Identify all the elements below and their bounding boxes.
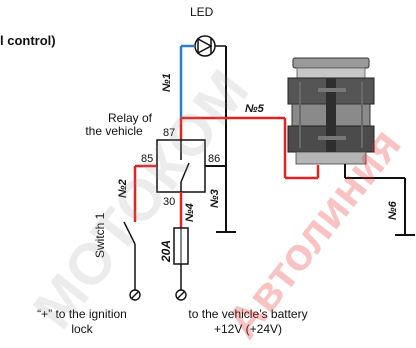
pin-85-label: 85	[141, 153, 153, 165]
wire-led-ground	[216, 46, 236, 233]
motor-icon	[287, 57, 375, 165]
ignition-label-line2: lock	[71, 322, 93, 336]
switch-1-label: Switch 1	[93, 212, 107, 258]
terminal-battery-icon	[175, 289, 187, 301]
pin-30-label: 30	[163, 196, 175, 208]
header-fragment: l control)	[0, 33, 56, 48]
wire-3-label: №3	[209, 189, 221, 208]
wire-6-label: №6	[387, 200, 399, 220]
wiring-diagram: l control) LED №1 №5 Relay of the vehicl…	[0, 5, 415, 336]
pin-87-label: 87	[163, 127, 175, 139]
ignition-label-line1: “+” to the ignition	[37, 307, 127, 321]
wire-5	[179, 116, 320, 180]
switch-1-icon	[123, 221, 136, 290]
relay-label-line1: Relay of	[108, 111, 153, 125]
fuse-label: 20A	[159, 240, 173, 263]
wire-2	[133, 164, 157, 222]
battery-label-line1: to the vehicle’s battery	[188, 307, 307, 321]
led-label: LED	[190, 5, 214, 19]
wire-4-label: №4	[184, 203, 196, 222]
wire-1-label: №1	[161, 73, 173, 92]
battery-label-line2: +12V (+24V)	[214, 322, 282, 336]
wire-5-label: №5	[245, 103, 265, 115]
wire-2-label: №2	[117, 179, 129, 198]
relay-contact-icon	[180, 140, 190, 192]
terminal-ignition-icon	[129, 289, 141, 301]
wire-6	[344, 164, 415, 236]
wire-1	[179, 44, 195, 118]
pin-86-label: 86	[208, 153, 220, 165]
relay-label-line2: the vehicle	[85, 124, 143, 138]
